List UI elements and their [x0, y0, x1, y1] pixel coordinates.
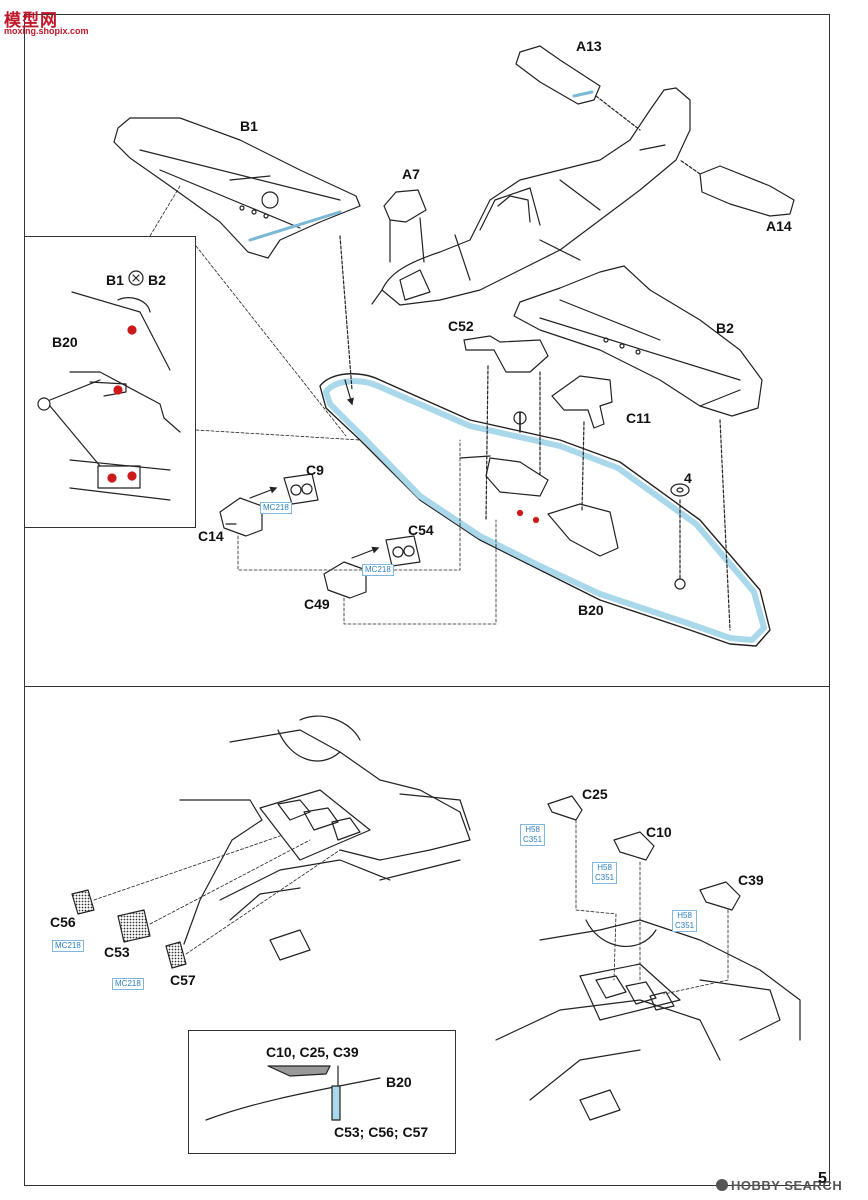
detail-inset-box	[24, 236, 196, 528]
label-b20-detail: B20	[52, 334, 78, 350]
watermark-hobby-search: HOBBY SEARCH	[716, 1178, 842, 1193]
part-b20	[319, 373, 771, 647]
part-c57	[165, 941, 187, 969]
label-c39: C39	[738, 872, 764, 888]
label-c25: C25	[582, 786, 608, 802]
label-b1-detail: B1	[106, 272, 124, 288]
part-a7	[383, 189, 427, 223]
part-c56	[71, 889, 95, 915]
label-b2: B2	[716, 320, 734, 336]
label-a13: A13	[576, 38, 602, 54]
part-c11	[551, 375, 613, 429]
label-c10: C10	[646, 824, 672, 840]
color-code-c54: MC218	[362, 564, 394, 576]
label-b2-detail: B2	[148, 272, 166, 288]
part-c14	[219, 497, 263, 537]
label-c52: C52	[448, 318, 474, 334]
label-a14: A14	[766, 218, 792, 234]
label-c56: C56	[50, 914, 76, 930]
label-b1: B1	[240, 118, 258, 134]
part-c49	[323, 561, 367, 599]
part-4	[670, 483, 690, 497]
page-number: 5	[818, 1170, 827, 1187]
part-c52	[463, 335, 549, 373]
part-b1	[113, 117, 361, 259]
hobby-search-logo-icon	[716, 1179, 728, 1191]
label-part-4: 4	[684, 470, 692, 486]
label-c54: C54	[408, 522, 434, 538]
label-c14: C14	[198, 528, 224, 544]
inset-label-right: B20	[386, 1074, 412, 1090]
part-c9	[283, 473, 319, 505]
inset-label-top: C10, C25, C39	[266, 1044, 359, 1060]
section-divider	[24, 686, 830, 687]
color-code-c56: MC218	[52, 940, 84, 952]
part-c10	[613, 831, 655, 861]
watermark-logo: 模型网	[4, 11, 58, 30]
label-c9: C9	[306, 462, 324, 478]
watermark-url: moxing.shopix.com	[4, 26, 89, 36]
label-b20: B20	[578, 602, 604, 618]
color-code-c9: MC218	[260, 502, 292, 514]
part-c53	[117, 909, 151, 943]
label-c57: C57	[170, 972, 196, 988]
part-a14	[699, 165, 795, 217]
color-code-c57: MC218	[112, 978, 144, 990]
fuselage	[381, 87, 691, 306]
label-a7: A7	[402, 166, 420, 182]
label-c11: C11	[626, 410, 651, 426]
part-a13	[515, 45, 601, 105]
part-c25	[547, 795, 583, 821]
inset-label-bottom: C53; C56; C57	[334, 1124, 429, 1140]
part-b2	[513, 265, 763, 417]
page-frame	[24, 14, 830, 1186]
part-c39	[699, 881, 741, 911]
part-c54	[385, 535, 421, 567]
cross-section-inset	[188, 1030, 456, 1154]
label-c53: C53	[104, 944, 130, 960]
label-c49: C49	[304, 596, 330, 612]
